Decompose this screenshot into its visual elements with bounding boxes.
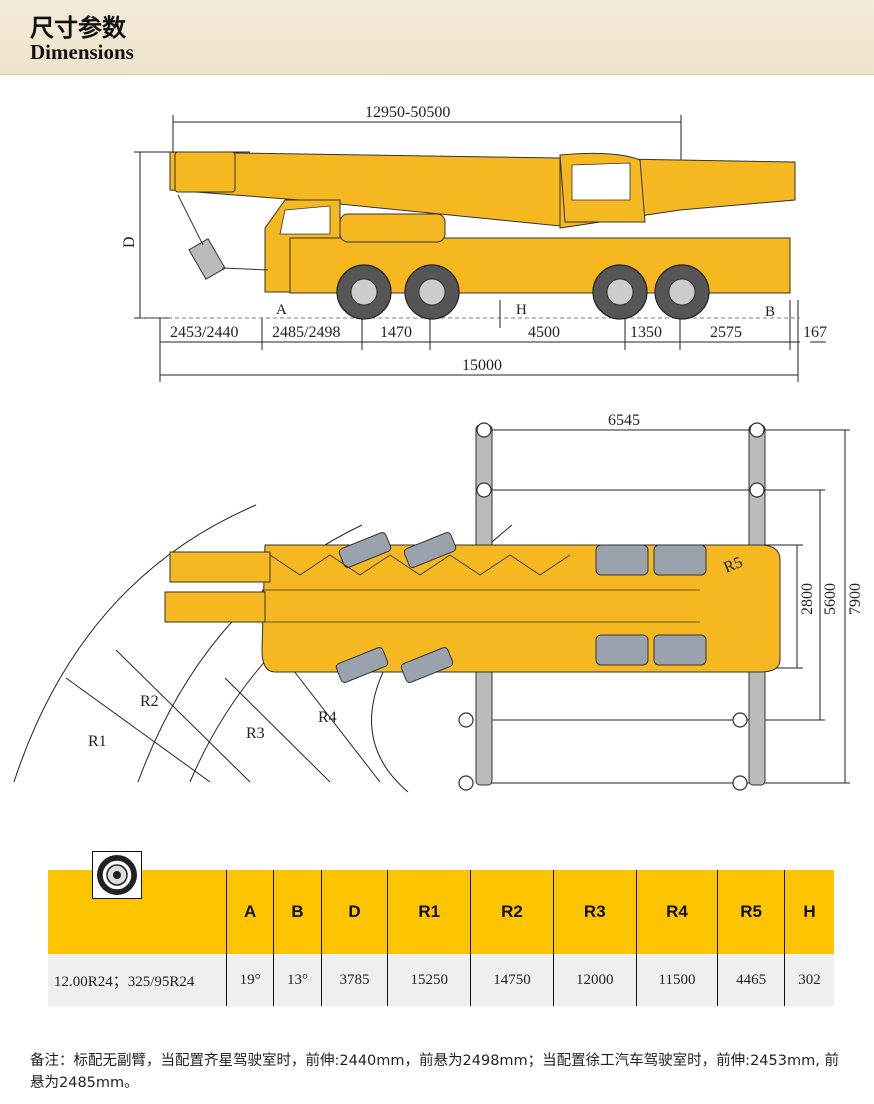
dim-axle-2-3: 4500 [528,324,560,341]
footnote: 备注：标配无副臂，当配置齐星驾驶室时，前伸:2440mm，前悬为2498mm；当… [30,1053,839,1091]
outrigger-span-label: 6545 [608,412,640,429]
height-label: D [121,236,138,248]
dim-axle-1-2: 1470 [380,324,412,341]
table-cell: 15250 [387,954,471,1006]
point-b-label: B [765,304,775,320]
side-view-drawing: 12950-50500 D A H B 2453/2440 2485/2498 … [121,104,827,382]
table-cell: 3785 [320,954,388,1006]
point-a-label: A [276,302,287,318]
section-header: 尺寸参数 Dimensions [0,0,874,75]
tire-icon [92,851,142,899]
width-7900-label: 7900 [847,583,864,615]
table-cell: 13° [273,954,322,1006]
radius-r4-label: R4 [318,709,337,726]
table-cell: 11500 [635,954,718,1006]
radius-r1-label: R1 [88,733,107,750]
table-cell: 19° [225,954,274,1006]
table-header-cell: B [273,870,322,954]
radius-r2-label: R2 [140,693,159,710]
dim-front-overhang: 2453/2440 [170,324,238,341]
top-view-drawing: 6545 2800 5600 7900 R1 R2 R3 R4 R5 [13,412,864,793]
dim-axle-3-4: 1350 [630,324,662,341]
width-2800-label: 2800 [799,583,816,615]
dim-front-axle: 2485/2498 [272,324,340,341]
title-english: Dimensions [30,40,134,64]
table-cell: 12000 [552,954,637,1006]
table-header-cell: R3 [552,870,637,954]
table-header-row: A B D R1 R2 R3 R4 R5 H [48,870,834,954]
dim-rear-overhang: 2575 [710,324,742,341]
boom-length-label: 12950-50500 [365,104,450,121]
width-5600-label: 5600 [822,583,839,615]
table-cell: 4465 [717,954,785,1006]
table-header-cell: R2 [470,870,554,954]
title-chinese: 尺寸参数 [30,14,126,42]
table-cell: 302 [783,954,834,1006]
table-cell: 14750 [470,954,554,1006]
table-header-cell: R5 [717,870,785,954]
point-h-label: H [516,302,527,318]
table-header-cell: R1 [387,870,471,954]
overall-length-label: 15000 [462,357,502,374]
table-header-cell: H [783,870,834,954]
table-header-cell: R4 [635,870,718,954]
table-header-cell: D [320,870,388,954]
radius-r3-label: R3 [246,725,265,742]
radius-r5-label: R5 [721,554,745,577]
table-cell: 12.00R24；325/95R24 [48,954,227,1006]
dim-rear-extra: 167 [803,324,827,341]
table-row: 12.00R24；325/95R24 19° 13° 3785 15250 14… [48,954,834,1006]
spec-table: A B D R1 R2 R3 R4 R5 H 12.00R24；325/95R2… [48,870,834,1006]
table-header-cell: A [225,870,274,954]
